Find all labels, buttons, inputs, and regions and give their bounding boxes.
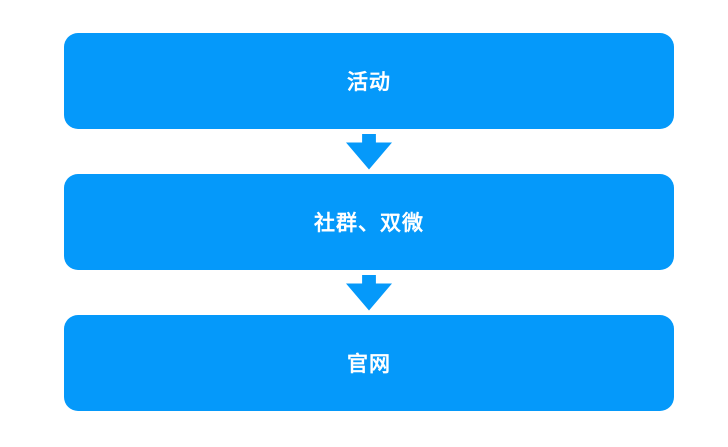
flow-node-label: 活动 [347, 71, 391, 94]
flow-node-website: 官网 [64, 315, 674, 411]
connector-row-2 [346, 270, 392, 315]
down-arrow-icon [346, 133, 392, 170]
flow-node-label: 官网 [347, 353, 391, 376]
flow-node-label: 社群、双微 [314, 212, 424, 235]
flowchart: 活动 社群、双微 官网 [64, 33, 674, 411]
down-arrow-icon [346, 274, 392, 311]
connector-row-1 [346, 129, 392, 174]
flow-node-community: 社群、双微 [64, 174, 674, 270]
flow-node-activity: 活动 [64, 33, 674, 129]
